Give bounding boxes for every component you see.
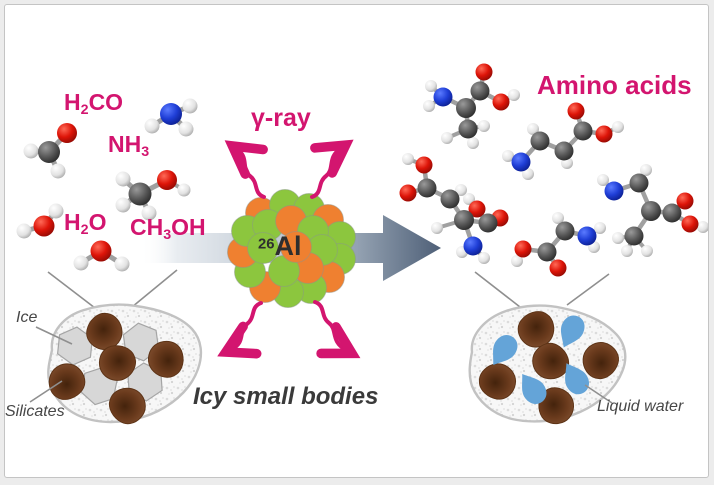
ammonia-molecule bbox=[144, 98, 198, 137]
label-al26: 26Al bbox=[258, 231, 302, 261]
label-icy-small-bodies: Icy small bodies bbox=[193, 383, 379, 410]
annotation-pointer-lines bbox=[29, 326, 613, 404]
gamma-ray-arrows-icon bbox=[217, 139, 361, 359]
icy-body-before-icon bbox=[40, 303, 203, 431]
illustration-graphics bbox=[16, 63, 708, 431]
illustration-scene: H2CO NH3 H2O CH3OH γ-ray Amino acids 26A… bbox=[5, 5, 708, 477]
label-amino-acids: Amino acids bbox=[537, 70, 692, 100]
label-ice: Ice bbox=[16, 309, 38, 326]
zoom-connector-lines bbox=[47, 269, 610, 309]
amino-acid-molecule-3 bbox=[399, 153, 509, 264]
al26-nucleus-cluster-icon bbox=[227, 189, 356, 308]
graphical-abstract-card: H2CO NH3 H2O CH3OH γ-ray Amino acids 26A… bbox=[4, 4, 709, 478]
label-liquid-water: Liquid water bbox=[597, 398, 684, 415]
water-molecule bbox=[16, 203, 64, 239]
label-h2o: H2O bbox=[64, 209, 107, 238]
label-gamma-ray: γ-ray bbox=[251, 104, 311, 132]
label-silicates: Silicates bbox=[5, 403, 65, 420]
icy-body-after-icon bbox=[468, 303, 627, 429]
methanol-molecule bbox=[115, 170, 191, 221]
label-h2co: H2CO bbox=[64, 89, 124, 118]
amino-acid-molecule-4 bbox=[597, 164, 708, 257]
label-ch3oh: CH3OH bbox=[130, 214, 206, 243]
water-molecule-2 bbox=[73, 240, 130, 272]
formaldehyde-molecule bbox=[23, 123, 77, 179]
amino-acid-molecule-1 bbox=[423, 63, 520, 149]
amino-acid-molecule-5 bbox=[511, 212, 606, 277]
label-nh3: NH3 bbox=[108, 131, 150, 160]
amino-acid-molecule-2 bbox=[502, 102, 624, 180]
